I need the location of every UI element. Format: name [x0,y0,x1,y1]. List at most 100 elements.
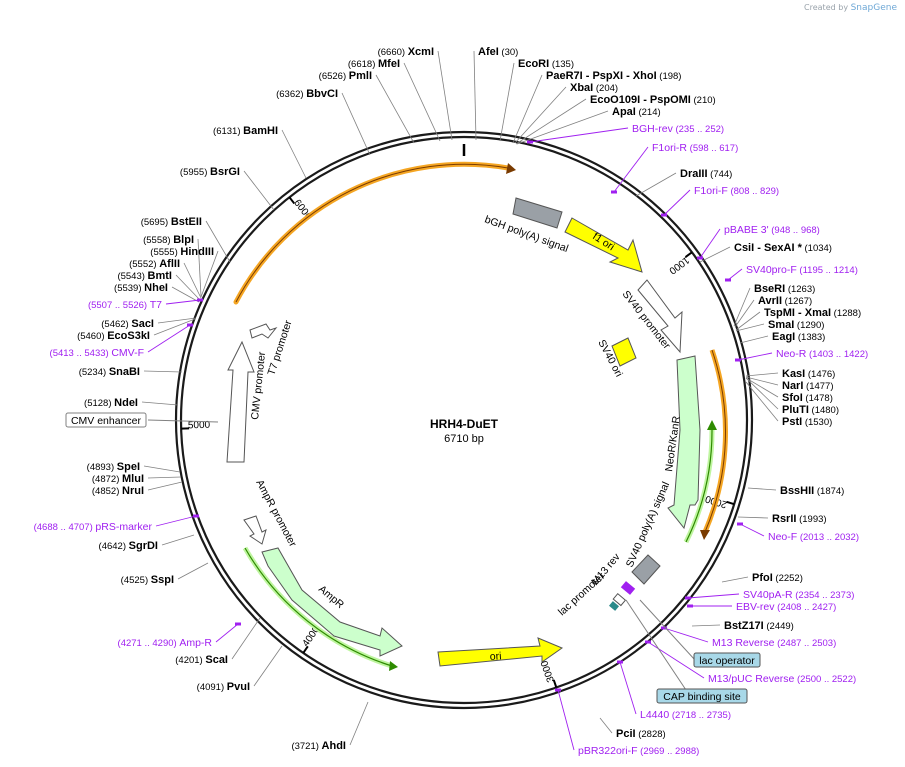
primer-mark-9 [661,626,667,630]
backbone-inner-ring [179,135,749,705]
leader-26 [512,74,543,144]
ampr-promoter-arrow [243,515,267,545]
sv40-ori-box [611,337,637,367]
tick-label-1000: 1000 [666,254,691,276]
leader-31 [699,246,731,263]
leader-27 [514,86,567,144]
primer-leader-10 [647,641,705,679]
leader-14 [143,370,183,373]
primer-mark-12 [555,688,561,692]
bgh-polya-box [512,197,563,229]
enzyme-site: (4852) NruI [92,485,144,497]
leader-2 [375,74,415,144]
leader-5 [243,170,275,211]
leader-12 [157,317,197,324]
cap-site-box [656,688,748,704]
enzyme-site: (6660) XcmI [378,46,434,58]
primer-leader-6 [739,523,765,537]
green-arc-right-core [685,429,713,543]
primer-leader-9 [663,627,709,643]
enzyme-site: NarI (1477) [782,380,834,392]
leader-10 [175,274,201,301]
leader-41 [745,381,779,422]
primer-site: M13 Reverse (2487 .. 2503) [712,637,836,649]
leader-19 [161,534,195,546]
primer-site: SV40pro-F (1195 .. 1214) [746,264,858,276]
cmv-enhancer-leader [147,419,219,423]
enzyme-site: BseRI (1263) [754,283,815,295]
tick-4000 [302,645,309,654]
primer-leader-15 [155,515,197,527]
tick-3000 [552,679,558,688]
lac-operator-box [693,652,761,668]
primer-site: (5507 .. 5526) T7 [88,299,162,311]
lac-promoter-mark [612,593,627,607]
enzyme-site: (4201) ScaI [175,654,228,666]
primer-site: F1ori-F (808 .. 829) [694,185,779,197]
orange-arc-top [233,161,511,305]
leader-15 [141,401,179,406]
primer-site: L4440 (2718 .. 2735) [640,709,731,721]
leader-35 [735,323,765,332]
enzyme-site: CsiI - SexAI * (1034) [734,242,832,254]
leader-33 [734,299,755,328]
tick-label-5000: 5000 [188,420,211,432]
green-arc-right-head [707,420,717,430]
primer-site: pBR322ori-F (2969 .. 2988) [578,745,699,757]
ori-arrow [437,637,564,667]
leader-32 [733,287,751,327]
primer-mark-7 [685,596,691,600]
primer-leader-0 [529,127,629,143]
primer-mark-10 [645,640,651,644]
enzyme-site: (5695) BstEII [141,216,202,228]
green-arc-bottom-head [389,661,398,671]
primer-leader-7 [687,593,740,599]
enzyme-site: (4525) SspI [121,574,174,586]
enzyme-site: XbaI (204) [570,82,618,94]
leader-8 [200,250,219,298]
primer-mark-13 [197,298,203,302]
enzyme-site: EcoO109I - PspOMI (210) [590,94,716,106]
leader-18 [147,481,183,491]
leader-30 [635,172,677,197]
primer-mark-1 [611,190,617,194]
primer-site: BGH-rev (235 .. 252) [632,123,724,135]
enzyme-site: (5460) EcoS3kI [77,330,150,342]
plasmid-name: HRH4-DuET [430,417,499,431]
enzyme-site: AfeI (30) [478,46,518,58]
primer-leader-14 [147,324,191,353]
t7-promoter-arrow [249,323,278,339]
neor-kanr-arrow [667,355,701,530]
snapgene-credit: Created by SnapGene [804,3,897,13]
primer-marks [187,140,743,692]
primer-site: EBV-rev (2408 .. 2427) [736,601,836,613]
enzyme-site: SfoI (1478) [782,392,833,404]
leader-3 [341,92,371,156]
cap-site-mark [609,601,619,611]
primer-site: (4271 .. 4290) Amp-R [118,637,213,649]
primer-leader-3 [699,228,721,259]
sv40-promoter-arrow [637,279,683,354]
leader-40 [745,377,779,410]
primer-site: SV40pA-R (2354 .. 2373) [743,589,854,601]
feature-layer [226,161,728,671]
primer-mark-11 [617,660,623,664]
label-cmv-promoter: CMV promoter [249,351,268,421]
primer-site: Neo-F (2013 .. 2032) [768,531,859,543]
primer-mark-15 [193,514,199,518]
leader-34 [735,311,761,331]
enzyme-site: (6362) BbvCI [276,88,338,100]
enzyme-site: (5558) BlpI [143,234,194,246]
leader-42 [747,487,777,491]
leader-28 [515,98,587,145]
primer-mark-5 [735,358,741,362]
leader-25 [499,62,515,142]
leader-37 [745,372,779,377]
leader-7 [197,238,202,297]
enzyme-site: (3721) AhdI [291,740,346,752]
label-t7-promoter: T7 promoter [265,318,294,377]
enzyme-site: (5552) AflII [129,258,180,270]
backbone-outer-ring [174,130,754,710]
enzyme-site: (6618) MfeI [348,58,400,70]
